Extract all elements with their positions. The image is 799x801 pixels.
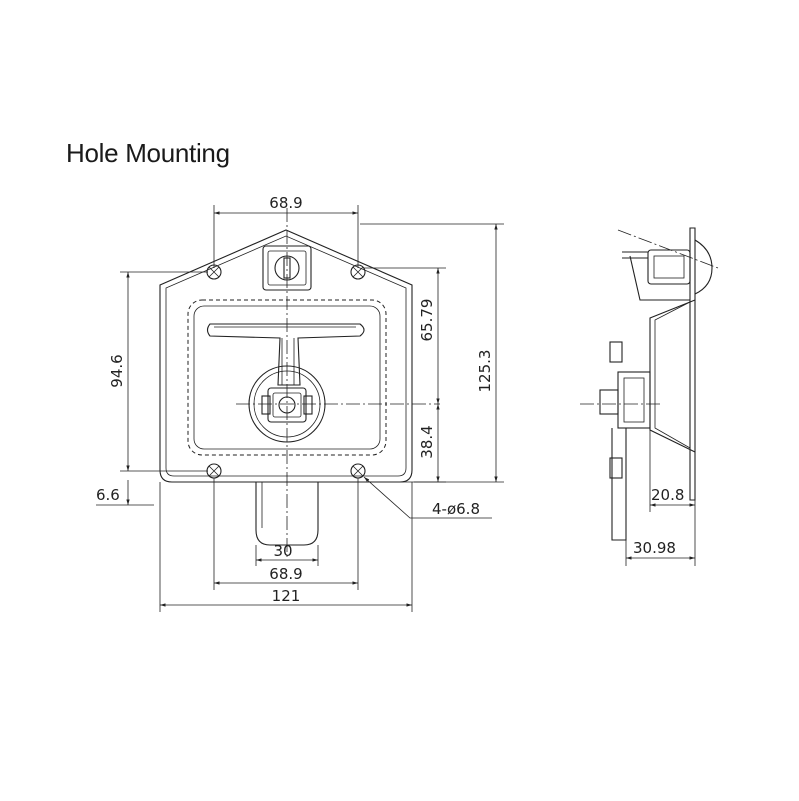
dim-top-width: 68.9 [269, 194, 302, 212]
dim-lower-height: 38.4 [418, 425, 436, 458]
latch-tongue [255, 482, 319, 546]
dim-bottom-slot: 30 [273, 542, 292, 560]
t-handle [206, 323, 365, 386]
front-view [159, 208, 440, 560]
dimension-lines: 68.9 94.6 65.79 38.4 125.3 6.6 4-ø6.8 30 [96, 194, 504, 612]
page-title: Hole Mounting [66, 138, 230, 168]
dim-side-total: 30.98 [633, 539, 676, 557]
dim-hole-callout: 4-ø6.8 [432, 500, 480, 518]
dim-bottom-total: 121 [272, 587, 301, 605]
dim-left-offset: 6.6 [96, 486, 120, 504]
side-view [580, 227, 719, 541]
dim-bottom-holes: 68.9 [269, 565, 302, 583]
side-dimension-lines: 20.8 30.98 [625, 430, 696, 566]
dim-total-height: 125.3 [476, 350, 494, 393]
dim-side-depth: 20.8 [651, 486, 684, 504]
dim-left-height: 94.6 [108, 354, 126, 387]
dim-upper-height: 65.79 [418, 299, 436, 342]
